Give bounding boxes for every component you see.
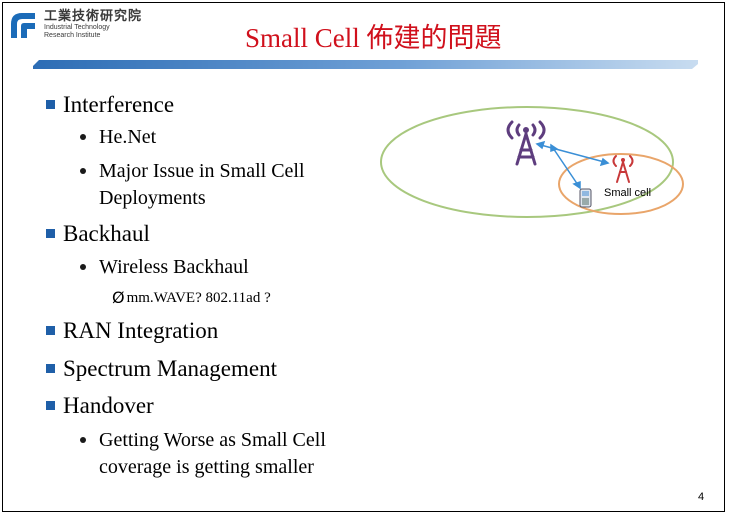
bullet-interference: Interference bbox=[46, 92, 174, 118]
slide-title: Small Cell 佈建的問題 bbox=[245, 23, 502, 53]
mobile-phone-icon bbox=[579, 188, 592, 208]
itri-logo: 工業技術研究院 Industrial Technology Research I… bbox=[8, 10, 142, 40]
title-underline-bar bbox=[33, 60, 698, 69]
bullet-square-icon bbox=[46, 364, 55, 373]
itri-logo-mark bbox=[8, 10, 38, 40]
bullet-text: RAN Integration bbox=[63, 318, 219, 343]
logo-name-en-line1: Industrial Technology bbox=[44, 24, 110, 31]
bullet-square-icon bbox=[46, 401, 55, 410]
bullet-dot-icon bbox=[80, 437, 86, 443]
bullet-text: He.Net bbox=[99, 126, 157, 148]
macro-cell-coverage-ellipse bbox=[380, 106, 674, 218]
bullet-text-block: Getting Worse as Small Cell coverage is … bbox=[99, 427, 326, 481]
macro-tower-icon bbox=[506, 120, 546, 166]
logo-name-cn: 工業技術研究院 bbox=[44, 9, 143, 24]
bullet-text-line1: Getting Worse as Small Cell bbox=[99, 429, 326, 451]
bullet-text-line2: Deployments bbox=[99, 187, 206, 209]
bullet-dot-icon bbox=[80, 264, 86, 270]
small-cell-diagram bbox=[380, 106, 684, 218]
sub-bullet-major-issue: Major Issue in Small Cell Deployments bbox=[80, 158, 305, 212]
bullet-ran-integration: RAN Integration bbox=[46, 318, 218, 344]
bullet-square-icon bbox=[46, 229, 55, 238]
small-tower-icon bbox=[612, 155, 634, 183]
bullet-text: Spectrum Management bbox=[63, 356, 277, 381]
bullet-text: mm.WAVE? 802.11ad ? bbox=[126, 290, 271, 306]
bullet-text: Wireless Backhaul bbox=[99, 256, 249, 278]
bullet-dot-icon bbox=[80, 134, 86, 140]
bullet-text-line2: coverage is getting smaller bbox=[99, 456, 314, 478]
sub-bullet-getting-worse: Getting Worse as Small Cell coverage is … bbox=[80, 427, 326, 481]
arrow-bullet-icon: Ø bbox=[112, 288, 125, 307]
bullet-spectrum-management: Spectrum Management bbox=[46, 356, 277, 382]
sub-sub-bullet-mmwave: Ø mm.WAVE? 802.11ad ? bbox=[112, 289, 271, 307]
backhaul-link-arrow bbox=[535, 140, 610, 167]
bullet-handover: Handover bbox=[46, 393, 154, 419]
bullet-dot-icon bbox=[80, 168, 86, 174]
logo-text: 工業技術研究院 Industrial Technology Research I… bbox=[44, 10, 142, 40]
logo-name-en-line2: Research Institute bbox=[44, 32, 101, 39]
sub-bullet-henet: He.Net bbox=[80, 124, 156, 151]
bullet-text-block: Major Issue in Small Cell Deployments bbox=[99, 158, 305, 212]
bullet-text: Interference bbox=[63, 92, 175, 117]
bullet-text: Backhaul bbox=[63, 221, 150, 246]
bullet-square-icon bbox=[46, 100, 55, 109]
page-number: 4 bbox=[698, 491, 705, 503]
bullet-backhaul: Backhaul bbox=[46, 221, 150, 247]
bullet-square-icon bbox=[46, 326, 55, 335]
small-cell-label: Small cell bbox=[604, 187, 652, 199]
sub-bullet-wireless-backhaul: Wireless Backhaul bbox=[80, 254, 249, 281]
bullet-text-line1: Major Issue in Small Cell bbox=[99, 160, 305, 182]
small-cell-coverage-ellipse bbox=[558, 153, 684, 215]
bullet-text: Handover bbox=[63, 393, 154, 418]
access-link-arrow bbox=[550, 143, 581, 190]
